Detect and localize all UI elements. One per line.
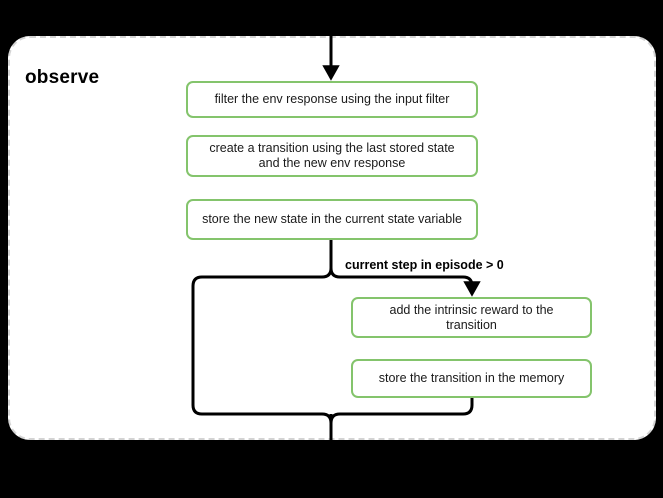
group-title-observe: observe <box>25 67 100 88</box>
node-label: add the intrinsic reward to the transiti… <box>389 302 554 332</box>
node-create-transition[interactable]: create a transition using the last store… <box>186 135 478 177</box>
node-store-transition-memory[interactable]: store the transition in the memory <box>351 359 592 398</box>
node-label: store the new state in the current state… <box>202 212 462 226</box>
edge-label-branch-condition: current step in episode > 0 <box>345 258 504 272</box>
node-label: store the transition in the memory <box>378 371 565 385</box>
node-add-intrinsic-reward[interactable]: add the intrinsic reward to the transiti… <box>351 297 592 338</box>
node-label: filter the env response using the input … <box>214 92 450 106</box>
node-store-new-state[interactable]: store the new state in the current state… <box>186 199 478 240</box>
node-label: create a transition using the last store… <box>209 141 455 170</box>
node-filter-env-response[interactable]: filter the env response using the input … <box>186 81 478 118</box>
